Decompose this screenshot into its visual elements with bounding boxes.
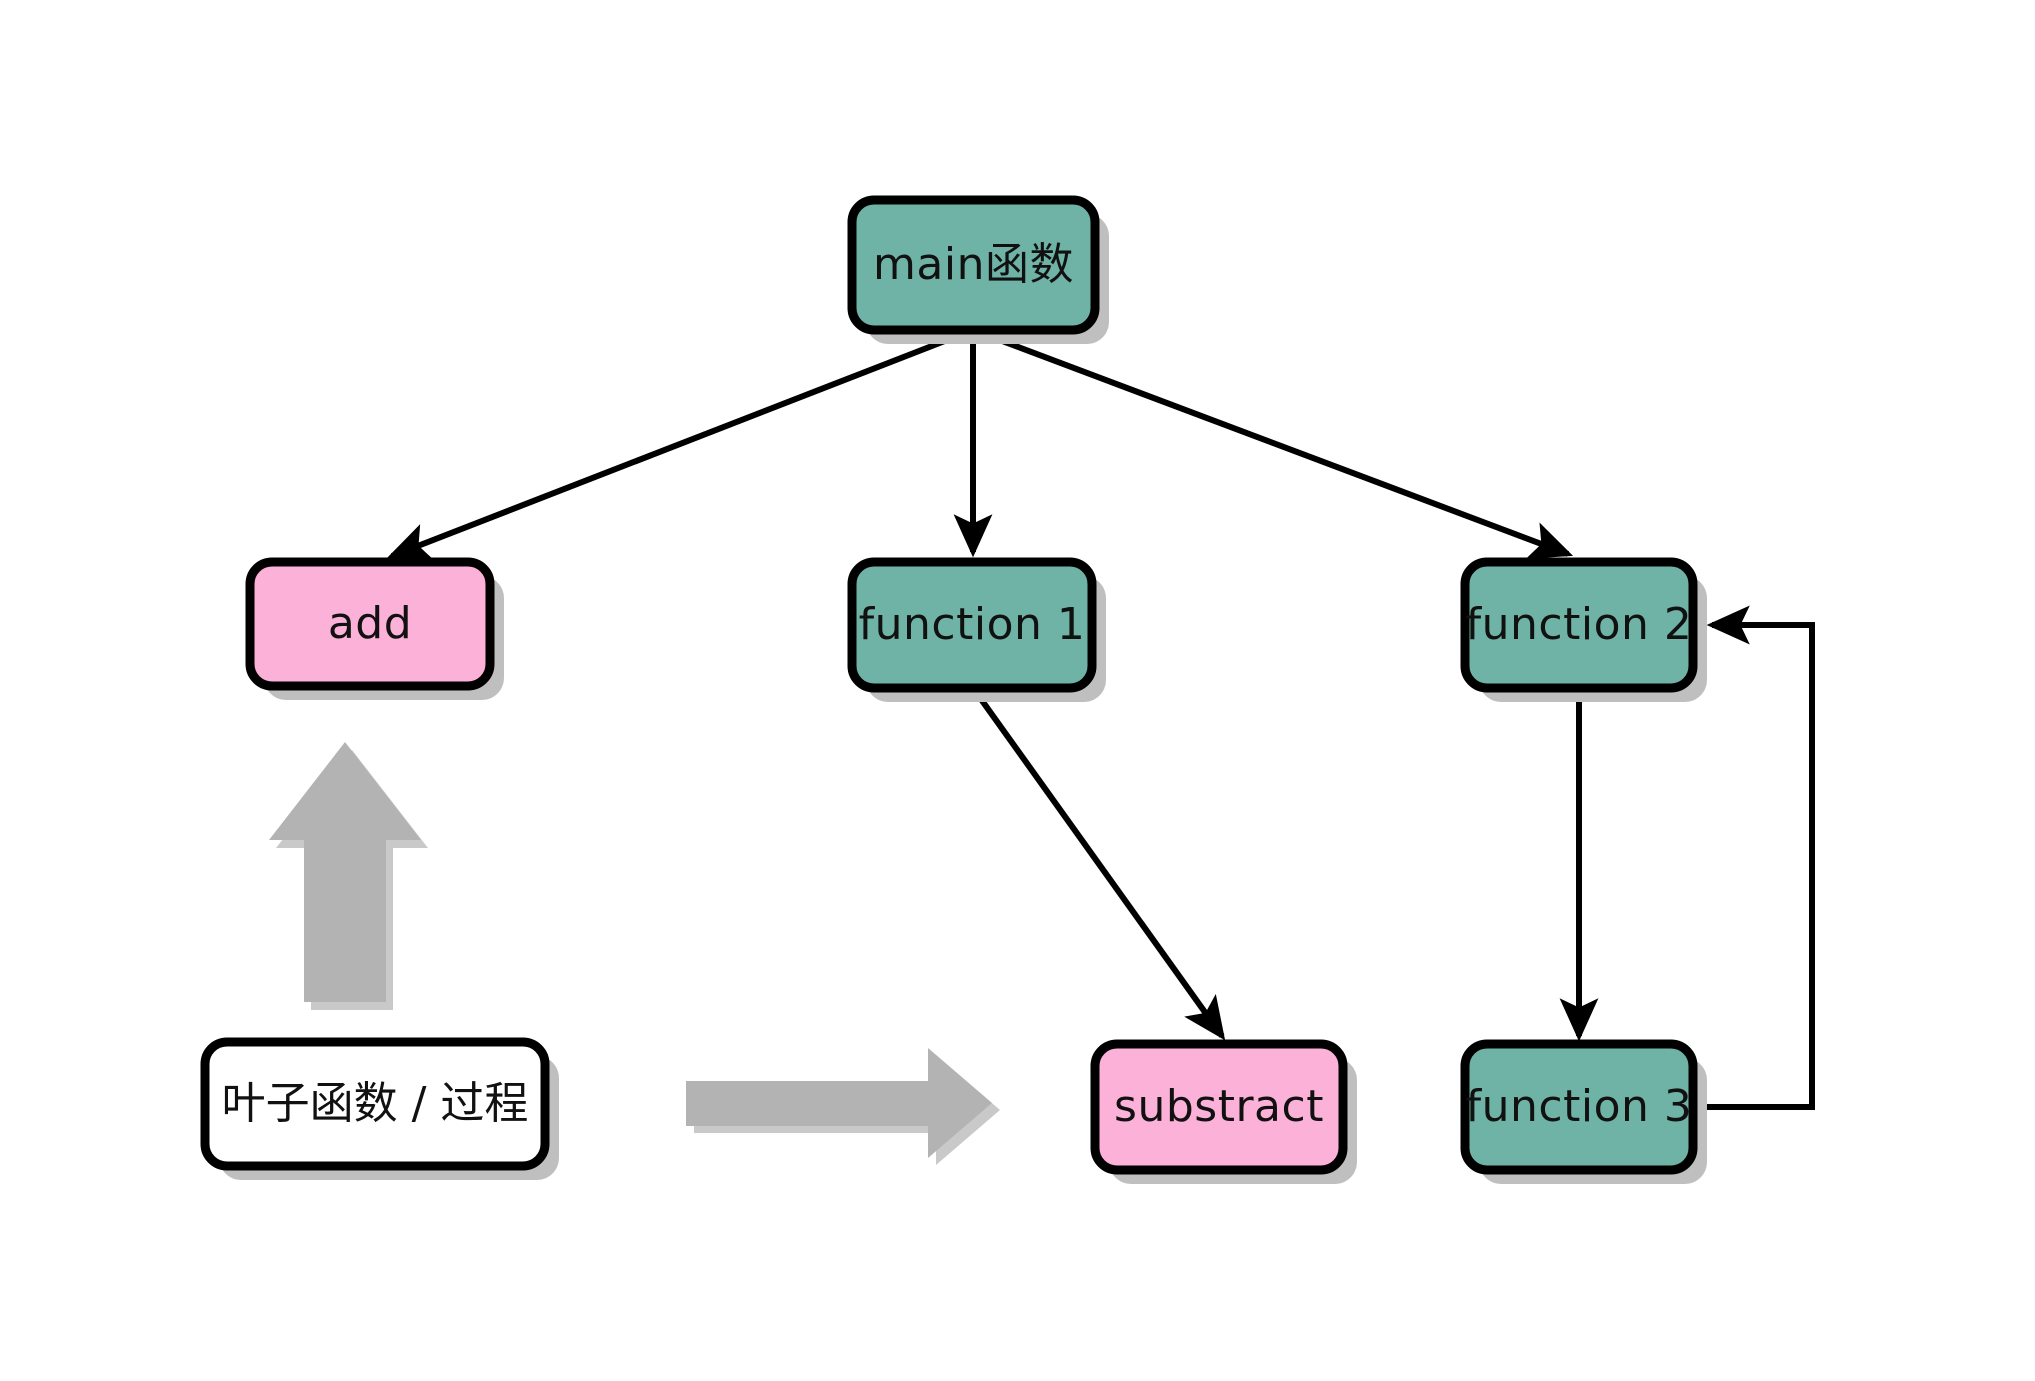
- node-function1[interactable]: function 1: [847, 557, 1106, 702]
- node-main-label: main函数: [873, 239, 1074, 290]
- edge-function3-to-function2: [1693, 605, 1815, 1110]
- node-substract-label: substract: [1114, 1081, 1324, 1132]
- gray-right-arrow: [686, 1048, 1000, 1165]
- edge-main-to-function2: [971, 327, 1574, 559]
- node-function2-label: function 2: [1466, 599, 1693, 650]
- node-function3[interactable]: function 3: [1460, 1039, 1707, 1184]
- legend-leaf-function-label: 叶子函数 / 过程: [222, 1078, 529, 1129]
- gray-up-arrow: [269, 742, 428, 1010]
- node-add[interactable]: add: [245, 557, 504, 700]
- node-substract-box[interactable]: [1090, 1039, 1348, 1175]
- edges-layer: [386, 327, 1815, 1110]
- node-add-box[interactable]: [245, 557, 495, 691]
- node-add-label: add: [328, 598, 412, 649]
- node-main[interactable]: main函数: [847, 195, 1109, 344]
- node-function3-box[interactable]: [1460, 1039, 1698, 1175]
- node-main-box[interactable]: [847, 195, 1100, 335]
- node-function2-box[interactable]: [1460, 557, 1698, 693]
- node-substract[interactable]: substract: [1090, 1039, 1357, 1184]
- edge-function1-to-substract: [970, 686, 1226, 1041]
- legend-leaf-function[interactable]: 叶子函数 / 过程: [200, 1037, 559, 1180]
- node-function3-label: function 3: [1466, 1081, 1693, 1132]
- legend-leaf-function-box[interactable]: [200, 1037, 550, 1171]
- node-function2[interactable]: function 2: [1460, 557, 1707, 702]
- node-function1-box[interactable]: [847, 557, 1097, 693]
- node-function1-label: function 1: [859, 599, 1086, 650]
- edge-main-to-add: [386, 327, 975, 561]
